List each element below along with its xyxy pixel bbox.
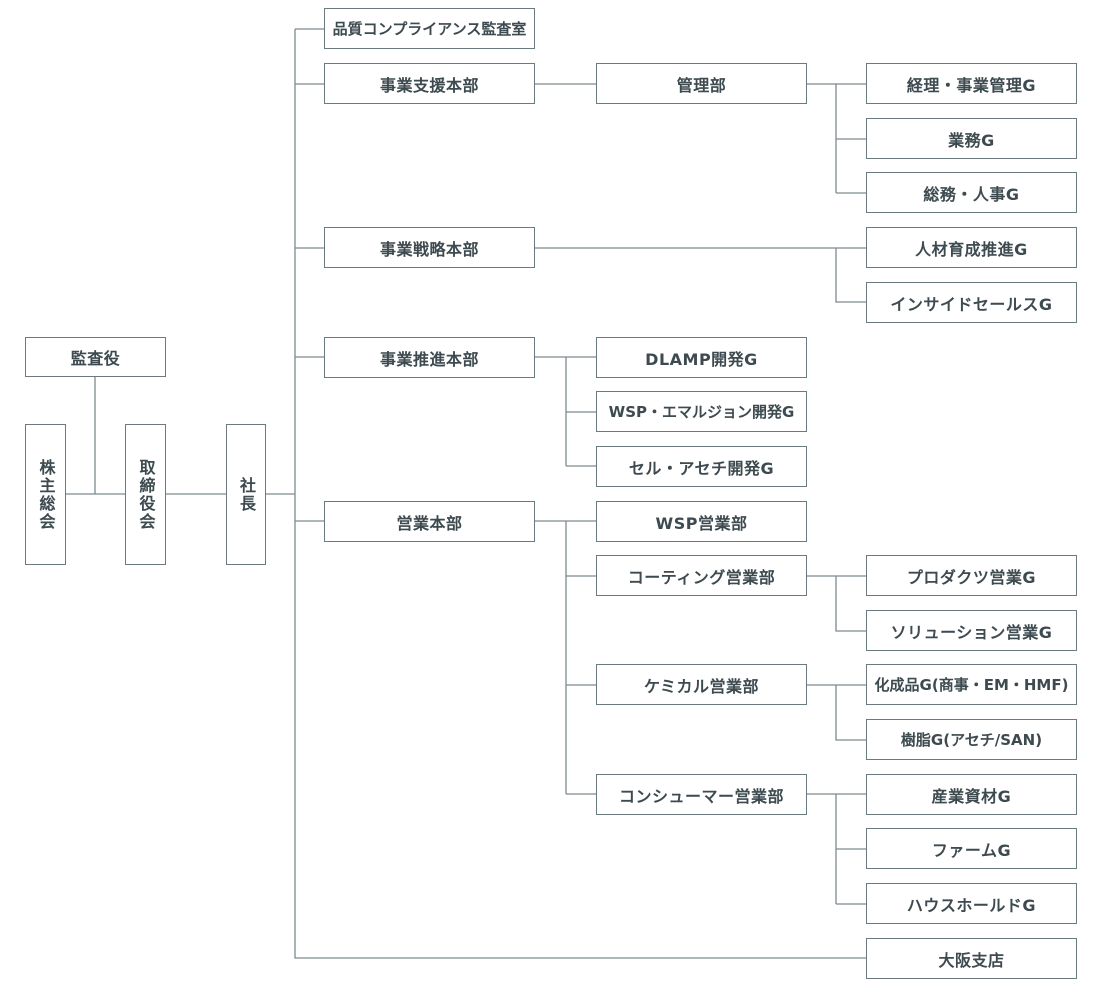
node-chemical-eigyo-bu: ケミカル営業部 — [596, 664, 807, 705]
node-somu-jinji: 総務・人事G — [866, 172, 1077, 213]
node-inside-sales: インサイドセールスG — [866, 282, 1077, 323]
node-kaseihin: 化成品G(商事・EM・HMF) — [866, 664, 1077, 705]
node-shacho: 社長 — [226, 424, 266, 565]
node-kabunushi-sokai: 株主総会 — [25, 424, 66, 565]
node-kanri-bu: 管理部 — [596, 63, 807, 104]
node-consumer-eigyo-bu: コンシューマー営業部 — [596, 774, 807, 815]
node-cell-acechi-dev: セル・アセチ開発G — [596, 446, 807, 487]
node-wsp-emulsion-dev: WSP・エマルジョン開発G — [596, 391, 807, 432]
node-coating-eigyo-bu: コーティング営業部 — [596, 555, 807, 596]
node-sangyo-shizai: 産業資材G — [866, 774, 1077, 815]
node-household: ハウスホールドG — [866, 883, 1077, 924]
node-torishimariyakukai: 取締役会 — [125, 424, 166, 565]
node-products-eigyo: プロダクツ営業G — [866, 555, 1077, 596]
node-osaka-branch: 大阪支店 — [866, 938, 1077, 979]
node-farm: ファームG — [866, 828, 1077, 869]
node-jushi: 樹脂G(アセチ/SAN) — [866, 719, 1077, 760]
node-jinzai-ikusei: 人材育成推進G — [866, 227, 1077, 268]
node-jigyo-senryaku-honbu: 事業戦略本部 — [324, 227, 535, 268]
node-keiri-jigyo-kanri: 経理・事業管理G — [866, 63, 1077, 104]
node-gyomu: 業務G — [866, 118, 1077, 159]
node-jigyo-suishin-honbu: 事業推進本部 — [324, 337, 535, 378]
node-kansayaku: 監査役 — [25, 337, 166, 377]
node-compliance-office: 品質コンプライアンス監査室 — [324, 8, 535, 49]
node-wsp-eigyo-bu: WSP営業部 — [596, 501, 807, 542]
node-jigyo-shien-honbu: 事業支援本部 — [324, 63, 535, 104]
node-eigyo-honbu: 営業本部 — [324, 501, 535, 542]
node-solution-eigyo: ソリューション営業G — [866, 610, 1077, 651]
node-dlamp-dev: DLAMP開発G — [596, 337, 807, 378]
